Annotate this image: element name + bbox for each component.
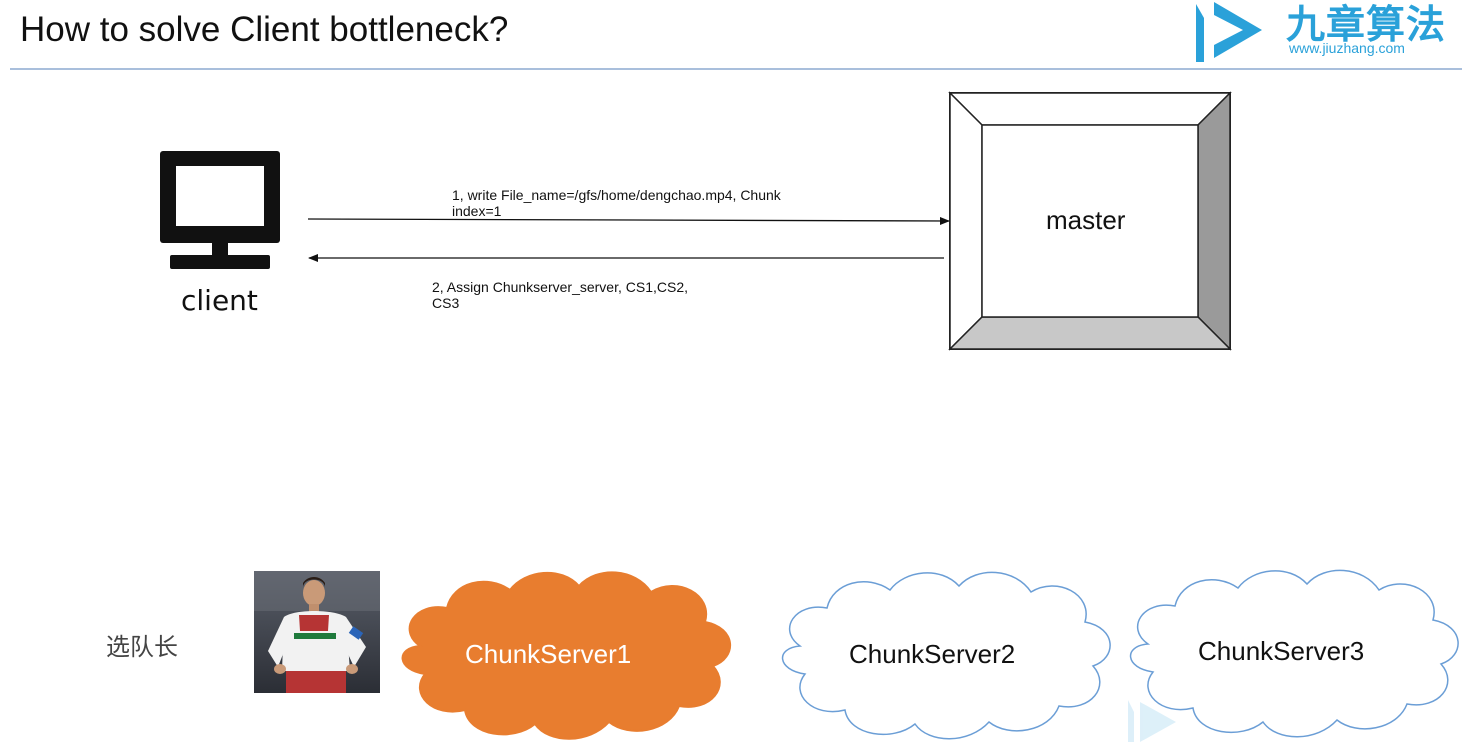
chunkserver1-cloud bbox=[401, 571, 731, 740]
watermark-icon bbox=[1128, 700, 1176, 742]
master-box bbox=[948, 91, 1232, 351]
chunkserver3-cloud bbox=[1129, 569, 1459, 738]
response-message: 2, Assign Chunkserver_server, CS1,CS2, C… bbox=[432, 279, 689, 311]
chunkserver1-label: ChunkServer1 bbox=[465, 639, 632, 669]
soccer-player-photo bbox=[254, 571, 380, 693]
request-arrow bbox=[307, 216, 950, 225]
leader-election-label: 选队长 bbox=[106, 633, 178, 661]
chunkserver3-label: ChunkServer3 bbox=[1198, 636, 1365, 666]
computer-monitor-icon bbox=[160, 151, 280, 269]
chunkserver2-cloud bbox=[781, 571, 1111, 740]
chunkserver2-label: ChunkServer2 bbox=[849, 639, 1016, 669]
logo-url: www.jiuzhang.com bbox=[1289, 40, 1405, 56]
slide-title: How to solve Client bottleneck? bbox=[20, 10, 509, 49]
title-divider bbox=[10, 68, 1462, 70]
client-label: client bbox=[181, 284, 258, 317]
logo-text: 九章算法 bbox=[1286, 3, 1447, 48]
request-message: 1, write File_name=/gfs/home/dengchao.mp… bbox=[452, 187, 781, 219]
master-label: master bbox=[1046, 205, 1126, 235]
